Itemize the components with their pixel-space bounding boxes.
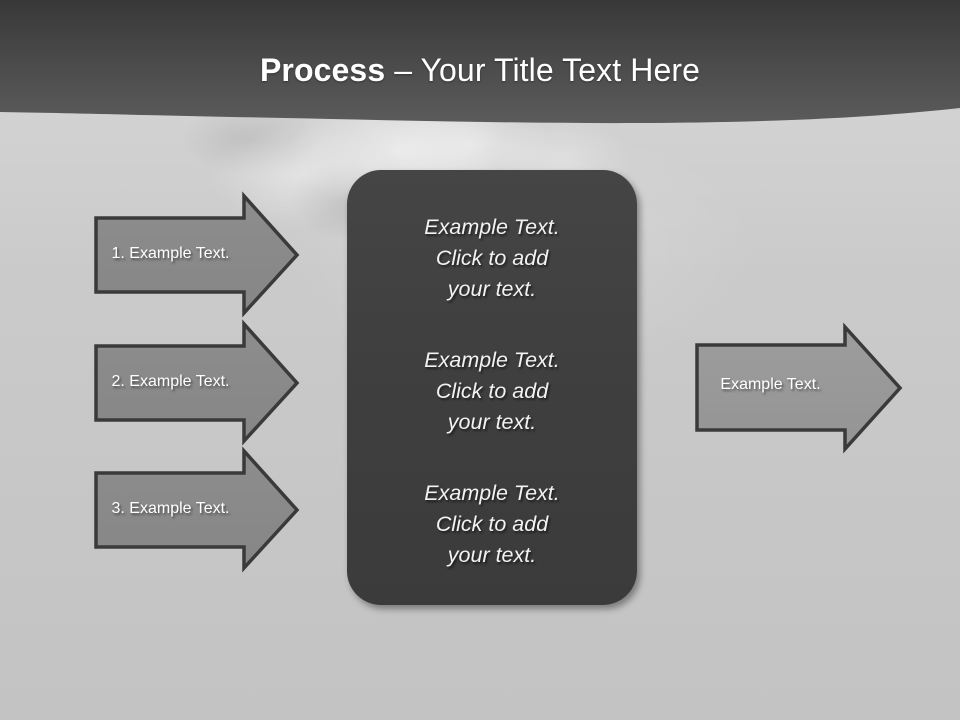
- panel-text-block-3: Example Text. Click to add your text.: [424, 481, 560, 567]
- process-arrow-1[interactable]: 1. Example Text.: [94, 191, 300, 318]
- header-band: [0, 0, 960, 130]
- process-arrow-2[interactable]: 2. Example Text.: [94, 319, 300, 446]
- center-panel[interactable]: Example Text. Click to add your text. Ex…: [347, 170, 637, 605]
- page-title-strong: Process: [259, 52, 386, 88]
- panel-text-block-2: Example Text. Click to add your text.: [424, 348, 560, 434]
- page-title: Process – Your Title Text Here: [0, 50, 960, 90]
- process-arrow-3[interactable]: 3. Example Text.: [94, 446, 300, 573]
- process-arrow-output[interactable]: Example Text.: [695, 322, 903, 454]
- page-title-rest: – Your Title Text Here: [385, 52, 701, 88]
- panel-text-block-1: Example Text. Click to add your text.: [424, 215, 560, 301]
